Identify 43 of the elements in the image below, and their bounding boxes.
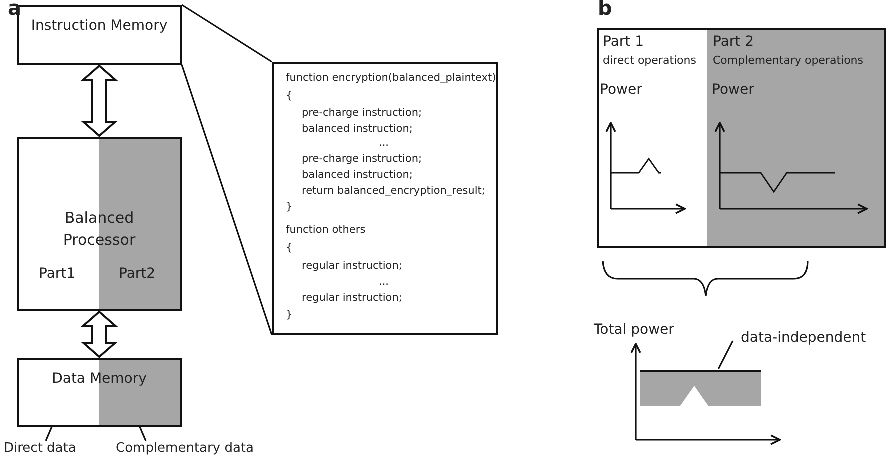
node-title: Part 2 [713,34,754,50]
code-line: regular instruction; [302,260,402,272]
code-line: ... [379,137,390,149]
axis-label: Power [600,82,642,98]
code-line: regular instruction; [302,292,402,304]
double-arrow [80,64,118,138]
axis-label: Total power [594,322,674,338]
processor-box [17,137,182,311]
node-title: Part 1 [603,34,644,50]
panel-region [707,30,884,246]
code-line: } [286,201,293,213]
panel-frame [597,28,886,248]
node-title: Direct data [4,441,76,456]
connector-line [181,64,273,336]
code-line: pre-charge instruction; [302,153,422,165]
node-text: Complementary operations [713,54,864,67]
code-line: } [286,309,293,321]
leader-line [718,340,734,370]
node-title: Instruction Memory [30,17,169,36]
code-line: function others [286,224,366,236]
node-text: Part1 [39,266,76,282]
panel-letter: b [598,0,612,20]
double-arrow [80,310,118,358]
code-line: function encryption(balanced_plaintext) [286,72,496,84]
code-line: ... [379,276,390,288]
memory-box [17,358,182,427]
node-title: Complementary data [116,441,254,456]
axis-label: Power [712,82,754,98]
node-text: Part2 [119,266,156,282]
code-line: { [286,242,293,254]
node-title: data-independent [741,330,866,346]
code-line: balanced instruction; [302,169,413,181]
code-line: balanced instruction; [302,123,413,135]
leader-line [139,426,147,442]
code-box [272,62,498,335]
code-line: pre-charge instruction; [302,107,422,119]
code-line: { [286,90,293,102]
connector-line [182,4,272,63]
node-text: direct operations [603,54,696,67]
panel-letter: a [8,0,22,20]
leader-line [45,426,53,442]
code-line: return balanced_encryption_result; [302,185,486,197]
power-band-drawing [640,370,761,406]
